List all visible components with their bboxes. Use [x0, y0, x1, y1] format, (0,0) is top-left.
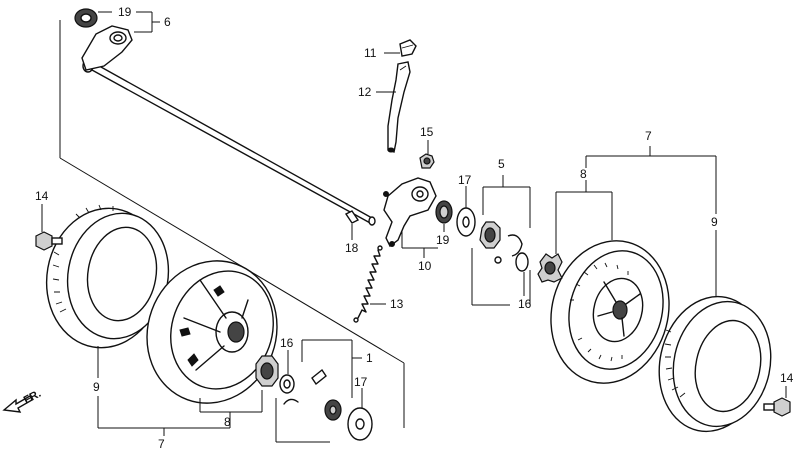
tire-right-9	[658, 295, 772, 433]
callout-11: 11	[364, 46, 377, 60]
wheel-rim-left-8	[146, 260, 278, 404]
callout-16-mid: 16	[518, 297, 532, 311]
bracket-frame-5	[471, 175, 531, 306]
callout-9-right: 9	[711, 215, 718, 229]
axle-shaft	[82, 59, 376, 226]
clip-1-parts	[283, 368, 342, 421]
callout-8-right: 8	[580, 167, 587, 181]
callout-14-left: 14	[35, 189, 49, 203]
drive-gear-right	[537, 253, 563, 283]
callout-18: 18	[345, 241, 359, 255]
collar-19-mid	[435, 200, 453, 224]
bolt-14-left	[35, 231, 63, 251]
callout-14-right: 14	[780, 371, 794, 385]
front-direction-arrow: FR.	[2, 388, 43, 413]
callout-19-mid: 19	[436, 233, 450, 247]
assembly-frame-left	[59, 20, 405, 428]
bracket-frame-1	[275, 339, 353, 443]
callout-6: 6	[164, 15, 171, 29]
callout-labels: 19 6 11 12 15 5 7 17 8 9 14 18 19 10 16 …	[35, 5, 794, 451]
washer-17-low	[347, 407, 373, 441]
spring-13	[353, 245, 383, 323]
direction-label: FR.	[22, 388, 43, 407]
washer-16-low	[279, 374, 295, 394]
axle-bracket	[81, 25, 133, 71]
callout-8-left: 8	[224, 415, 231, 429]
callout-13: 13	[390, 297, 404, 311]
callout-9-left: 9	[93, 380, 100, 394]
lever-10	[383, 177, 437, 248]
callout-10: 10	[418, 259, 432, 273]
callout-16-low: 16	[280, 336, 294, 350]
wheel-rim-right-8	[550, 240, 670, 384]
collar-19-top	[74, 8, 98, 28]
gear-set-5	[479, 221, 529, 272]
leader-lines	[41, 11, 787, 436]
adjuster-knob-11	[399, 39, 417, 57]
drive-gear-left	[255, 355, 279, 387]
washer-17-mid	[456, 207, 476, 237]
callout-7-right: 7	[645, 129, 652, 143]
callout-12: 12	[358, 85, 372, 99]
callout-5: 5	[498, 157, 505, 171]
pin-18	[344, 210, 360, 224]
callout-17-mid: 17	[458, 173, 472, 187]
tire-left-9	[45, 204, 170, 349]
callout-15: 15	[420, 125, 434, 139]
bolt-14-right	[763, 397, 791, 417]
callout-17-low: 17	[354, 375, 368, 389]
callout-1: 1	[366, 351, 373, 365]
adjuster-plate-12	[387, 61, 411, 153]
callout-19-top: 19	[118, 5, 132, 19]
callout-7-left: 7	[158, 437, 165, 451]
nut-15	[419, 153, 435, 169]
